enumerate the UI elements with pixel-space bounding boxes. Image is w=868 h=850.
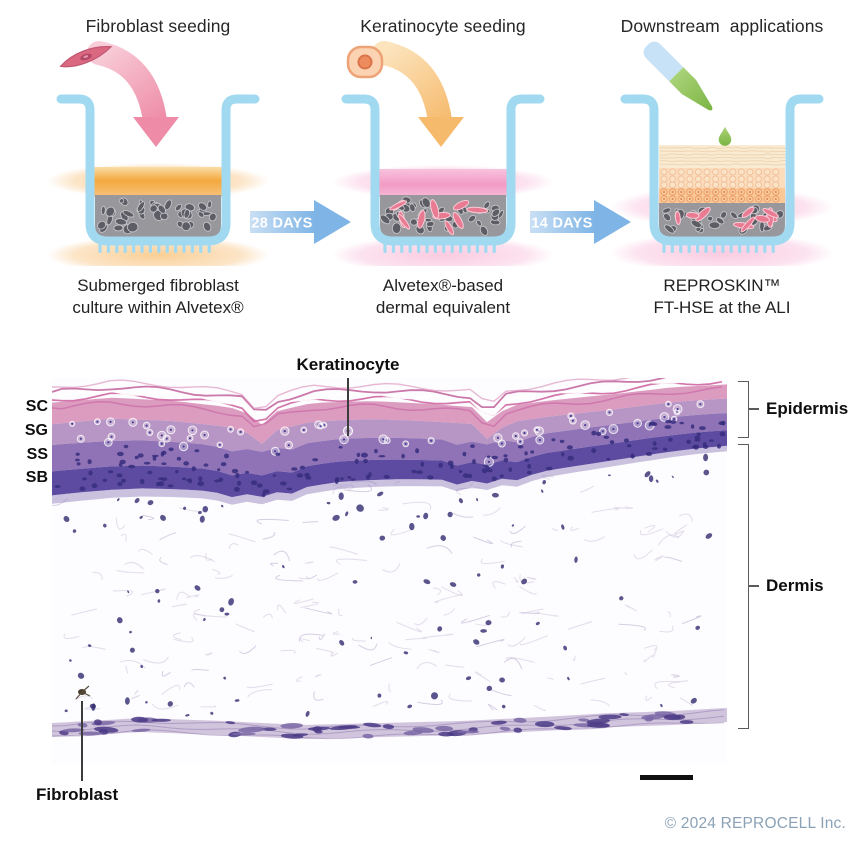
- fibroblast-pointer-line: [81, 701, 83, 781]
- arrow-28-days: 28 DAYS: [250, 200, 351, 244]
- well-diagram-fibroblast: [47, 41, 269, 274]
- medium-glow-under: [332, 236, 554, 274]
- scaffold-pores: [97, 197, 217, 235]
- droplet-icon: [718, 126, 732, 146]
- keratinocyte-cell-icon: [346, 45, 384, 79]
- histology-micrograph: [52, 378, 727, 765]
- culture-medium: [94, 167, 222, 197]
- well-insert: [341, 94, 545, 246]
- dermis-bracket-tick: [749, 585, 759, 587]
- well-insert: [56, 94, 260, 246]
- seeding-arrowhead: [418, 117, 464, 147]
- stratum-label-ss: SS: [26, 446, 48, 463]
- pointed-fibroblast: [75, 685, 91, 700]
- well-insert: [620, 94, 824, 246]
- step-3-caption: REPROSKIN™ FT-HSE at the ALI: [653, 276, 791, 318]
- well-diagram-keratinocyte: [332, 41, 554, 274]
- copyright-text: © 2024 REPROCELL Inc.: [664, 815, 846, 832]
- workflow-step-3: Downstream applications REPROSKIN™ FT-HS…: [607, 16, 837, 319]
- epidermis-label: Epidermis: [766, 399, 849, 418]
- dermis-fibroblast-nuclei: [63, 453, 713, 717]
- fibroblast-cell-icon: [59, 46, 113, 68]
- basal-dense-band: [52, 708, 727, 740]
- stratum-label-sg: SG: [24, 422, 48, 439]
- epidermis-bracket: [738, 381, 749, 438]
- well-diagram-ft-hse: [610, 41, 834, 273]
- seeding-arrowhead: [133, 117, 179, 147]
- pipette-icon: [643, 41, 713, 111]
- dermis-label: Dermis: [766, 576, 824, 595]
- seeding-arrow: [372, 41, 452, 133]
- workflow-step-1: Fibroblast seeding Submerged fibroblast …: [43, 16, 273, 319]
- dermis-bracket: [738, 444, 749, 729]
- arrow-14-days-label: 14 DAYS: [531, 216, 592, 232]
- epidermis-cells: [54, 400, 726, 498]
- arrow-14-days: 14 DAYS: [530, 200, 631, 244]
- seeding-arrow: [87, 41, 167, 133]
- stratum-label-sb: SB: [25, 469, 48, 486]
- fibroblast-label: Fibroblast: [36, 785, 119, 804]
- step-2-title: Keratinocyte seeding: [360, 16, 526, 36]
- keratinocyte-label: Keratinocyte: [296, 355, 400, 374]
- step-1-caption: Submerged fibroblast culture within Alve…: [72, 276, 244, 318]
- scale-bar: [640, 775, 693, 780]
- keratinocyte-pointer-line: [347, 378, 349, 436]
- epidermis-bracket-tick: [749, 408, 759, 410]
- step-1-title: Fibroblast seeding: [85, 16, 231, 36]
- workflow-step-2: Keratinocyte seeding Alvetex®-based derm…: [328, 16, 558, 319]
- stratum-corneum-texture: [659, 146, 789, 166]
- step-2-caption: Alvetex®-based dermal equivalent: [375, 276, 511, 318]
- step-3-title: Downstream applications: [620, 16, 824, 36]
- epidermis-basal-cells: [660, 188, 780, 203]
- arrow-28-days-label: 28 DAYS: [251, 216, 312, 232]
- culture-medium: [379, 169, 507, 197]
- scaffold-pores-with-fibroblasts: [662, 204, 784, 235]
- medium-glow-under: [47, 236, 269, 274]
- stratum-label-sc: SC: [25, 398, 48, 415]
- scaffold-pores-with-fibroblasts: [379, 196, 504, 236]
